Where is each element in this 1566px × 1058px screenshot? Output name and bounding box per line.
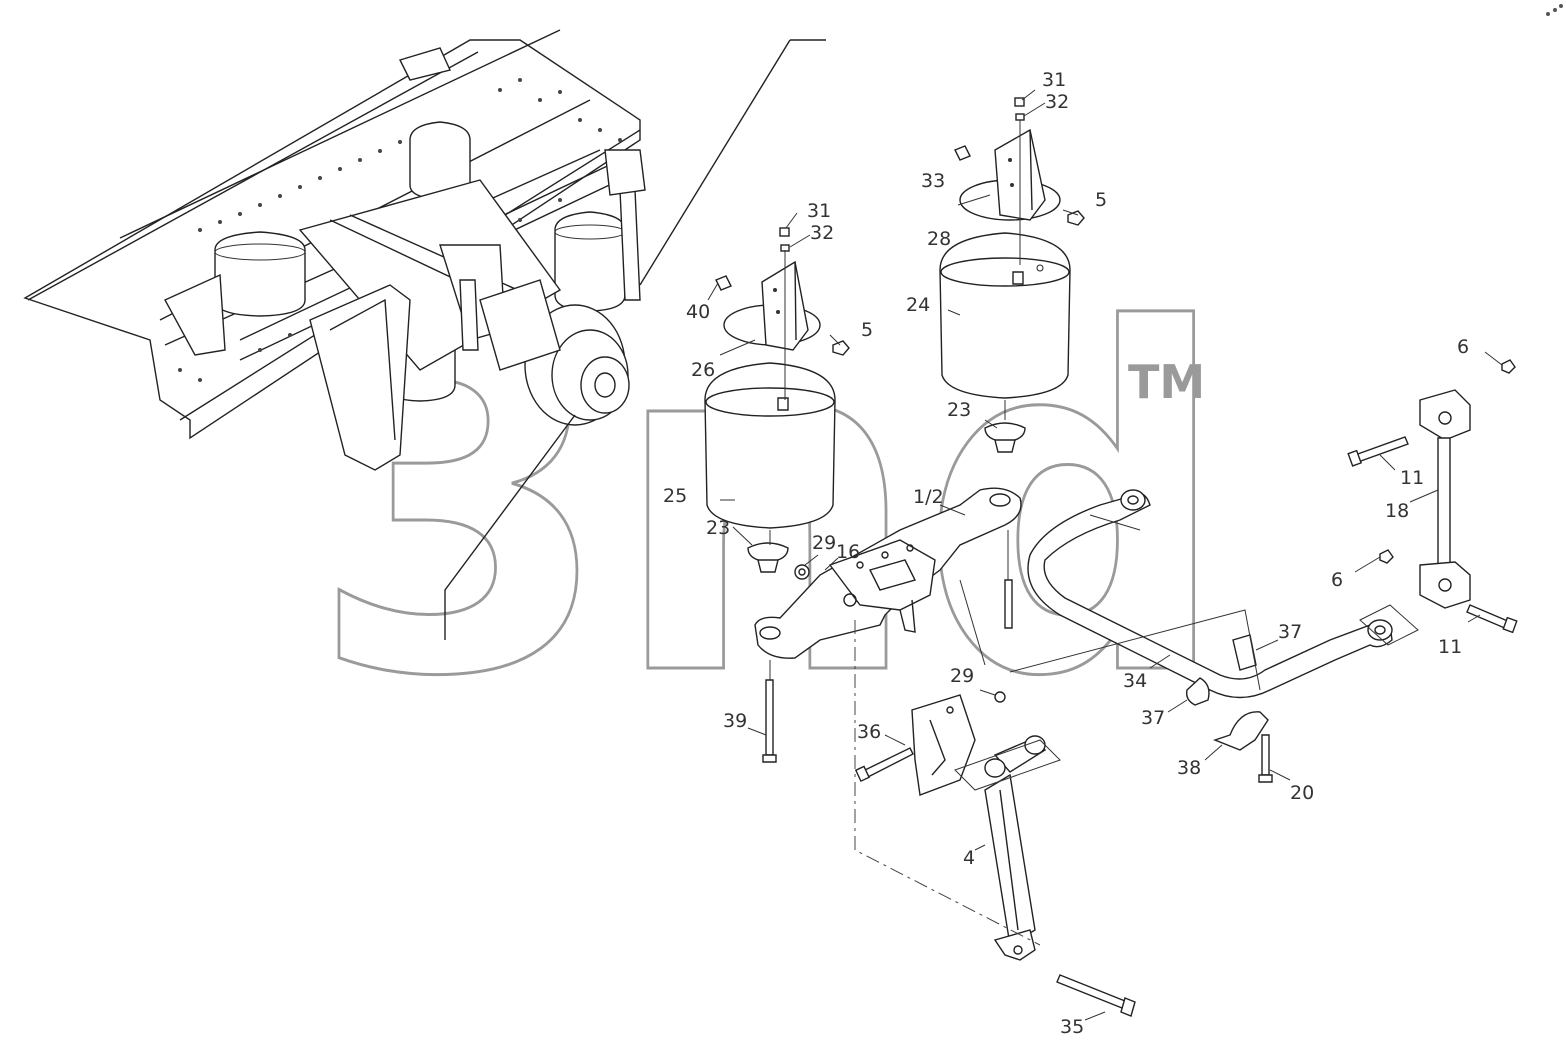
callout-24: 24 (906, 294, 930, 316)
bolt-axle-seat (1004, 579, 1013, 629)
corner-mark (1546, 4, 1563, 16)
callout-39: 39 (723, 710, 747, 732)
callout-31-left: 31 (807, 200, 831, 222)
callout-4: 4 (963, 847, 975, 869)
nut-6-lower (1379, 549, 1394, 564)
shock-bracket (911, 694, 976, 796)
air-spring-25 (704, 362, 836, 529)
callout-5-right: 5 (1095, 189, 1107, 211)
nut-31-left (779, 227, 790, 237)
nut-31-right (1014, 97, 1025, 107)
clamp-38 (1212, 711, 1269, 751)
piston-23-right (984, 422, 1026, 443)
washer-32-right (1015, 113, 1025, 121)
callout-36: 36 (857, 721, 881, 743)
callout-40: 40 (686, 301, 710, 323)
callout-31-right: 31 (1042, 69, 1066, 91)
callout-23-left: 23 (706, 517, 730, 539)
callout-11-lower: 11 (1438, 636, 1462, 658)
callout-32-right: 32 (1045, 91, 1069, 113)
callout-34: 34 (1123, 670, 1147, 692)
stabilizer-group (1009, 351, 1518, 783)
callout-29-upper: 29 (812, 532, 836, 554)
trailing-arm-group (747, 487, 1022, 763)
callout-11-upper: 11 (1400, 467, 1424, 489)
callout-6-lower: 6 (1331, 569, 1343, 591)
callout-16: 16 (836, 541, 860, 563)
link-18-bottom (1419, 561, 1471, 609)
callout-20: 20 (1290, 782, 1314, 804)
bolt-11-upper (1354, 436, 1409, 463)
callout-37-lower: 37 (1141, 707, 1165, 729)
nut-6-upper (1501, 359, 1516, 374)
air-spring-24 (939, 232, 1071, 399)
bolt-33 (954, 145, 971, 161)
axle-seat-16 (828, 539, 936, 611)
bolt-39 (765, 679, 774, 756)
callout-33: 33 (921, 170, 945, 192)
callout-6-upper: 6 (1457, 336, 1469, 358)
callout-18: 18 (1385, 500, 1409, 522)
callout-23-right: 23 (947, 399, 971, 421)
link-18-rod (1437, 437, 1451, 566)
bolt-20 (1261, 734, 1270, 776)
air-spring-left-group (704, 212, 850, 573)
watermark-tm: TM (1128, 355, 1205, 409)
piston-23-left (747, 542, 789, 563)
nut-5-right (1067, 210, 1085, 226)
callout-32-left: 32 (810, 222, 834, 244)
callout-37-upper: 37 (1278, 621, 1302, 643)
link-18-top (1419, 389, 1471, 441)
chassis-assembly (23, 29, 826, 640)
air-spring-right-group (939, 89, 1085, 453)
callout-38: 38 (1177, 757, 1201, 779)
bolt-40 (715, 275, 732, 291)
callout-1-2: 1/2 (913, 486, 944, 508)
callout-29-lower: 29 (950, 665, 974, 687)
shock-absorber-group (854, 579, 1136, 1021)
callout-26: 26 (691, 359, 715, 381)
bushing-37-upper (1232, 634, 1257, 671)
washer-29-upper (794, 564, 810, 580)
callout-35: 35 (1060, 1016, 1084, 1038)
nut-29-lower (994, 691, 1006, 703)
shock-absorber-4 (984, 773, 1036, 947)
bushing-37-lower (1185, 677, 1210, 706)
bolt-11-lower (1466, 604, 1511, 630)
callout-25: 25 (663, 485, 687, 507)
nut-5-left (832, 340, 850, 356)
callout-28: 28 (927, 228, 951, 250)
callout-5-left: 5 (861, 319, 873, 341)
callout-labels: 31 32 33 5 28 24 31 32 40 5 26 23 25 1/2… (663, 69, 1469, 1038)
bolt-35 (1056, 974, 1131, 1011)
